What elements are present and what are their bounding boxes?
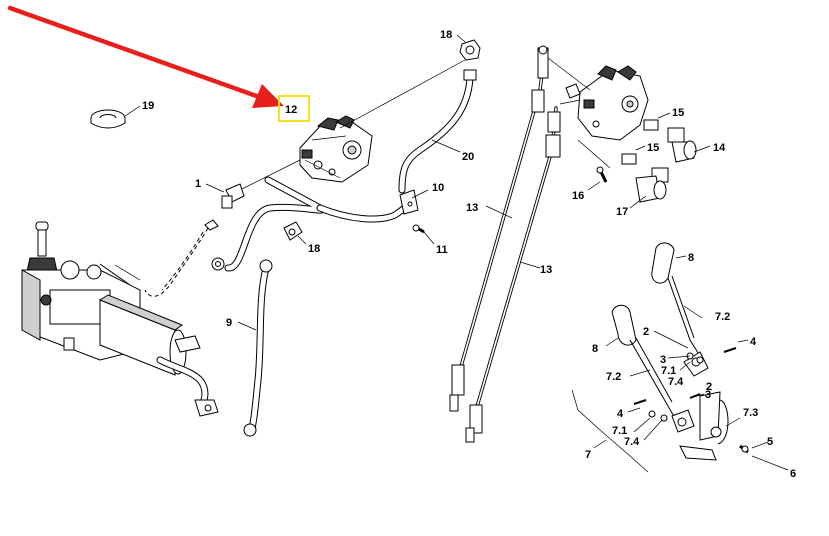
right-valve-assembly	[565, 65, 649, 141]
label-7-4-lower: 7.4	[624, 436, 640, 448]
hose-20	[398, 69, 477, 194]
cable-13-right	[465, 106, 561, 443]
label-3-upper: 3	[660, 354, 666, 366]
label-18-lower: 18	[308, 243, 320, 255]
part-1-fitting	[221, 183, 245, 209]
label-7-4-upper: 7.4	[668, 376, 684, 388]
hose-9	[243, 259, 273, 437]
part-18-fitting-lower	[283, 221, 303, 241]
part-14-elbow	[667, 127, 697, 163]
label-13-upper: 13	[466, 202, 478, 214]
cable-13-left	[449, 45, 549, 412]
label-19: 19	[142, 100, 154, 112]
label-7-1-lower: 7.1	[612, 425, 627, 437]
label-15-lower: 15	[647, 142, 659, 154]
part-15-fittings	[621, 119, 659, 165]
label-3-lower: 3	[705, 389, 711, 401]
pedal-assembly	[611, 242, 749, 461]
label-15-upper: 15	[672, 107, 684, 119]
part-18-fitting-top	[459, 39, 481, 61]
part-19-grommet	[90, 105, 141, 129]
red-pointer-arrow	[7, 5, 284, 108]
label-20: 20	[462, 151, 474, 163]
label-16: 16	[572, 190, 584, 202]
label-4-lower: 4	[617, 408, 624, 420]
part-16-bolt	[596, 166, 608, 183]
label-10: 10	[432, 182, 444, 194]
label-7-3: 7.3	[743, 407, 758, 419]
label-13-lower: 13	[540, 264, 552, 276]
label-2-lower: 2	[706, 381, 712, 393]
highlight-box-12	[278, 95, 310, 122]
label-18-top: 18	[440, 29, 452, 41]
label-7-2-upper: 7.2	[715, 311, 730, 323]
label-7: 7	[585, 449, 591, 461]
label-4-upper: 4	[750, 336, 757, 348]
label-8-upper: 8	[688, 252, 694, 264]
label-2-upper: 2	[643, 326, 649, 338]
label-11: 11	[436, 244, 448, 256]
label-9: 9	[226, 317, 232, 329]
part-17-elbow	[635, 167, 669, 203]
label-7-1-upper: 7.1	[661, 365, 676, 377]
label-14: 14	[713, 142, 726, 154]
label-12: 12	[285, 104, 297, 116]
label-1: 1	[195, 178, 201, 190]
label-6: 6	[790, 468, 796, 480]
part-12-valve	[299, 115, 373, 183]
part-10-bracket	[399, 189, 419, 215]
label-7-2-lower: 7.2	[606, 371, 621, 383]
part-11-bolt	[412, 224, 425, 234]
joystick-valve-assembly	[21, 221, 219, 417]
label-17: 17	[616, 206, 628, 218]
label-5: 5	[767, 436, 773, 448]
label-8-lower: 8	[592, 343, 598, 355]
